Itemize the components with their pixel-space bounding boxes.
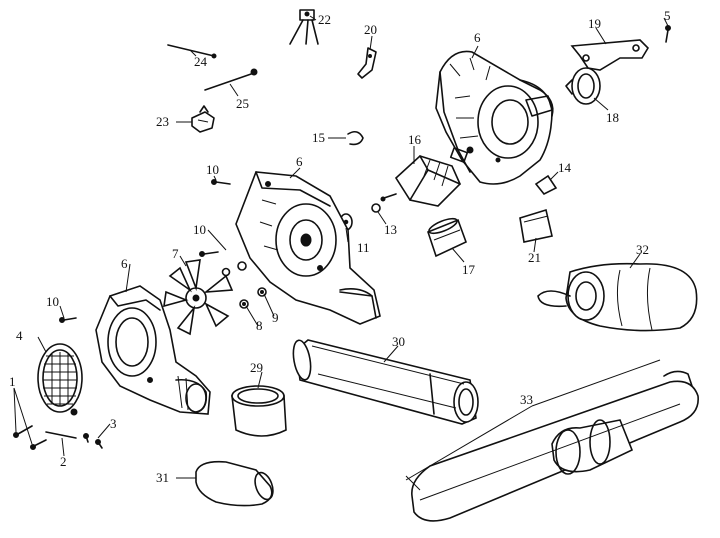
part-3-screws [83,433,103,449]
part-6-middle-housing [235,171,381,325]
callout-33: 33 [520,392,533,407]
part-5-screw [665,25,671,43]
part-30-tube [292,339,479,425]
part-19-bracket [570,39,650,71]
callout-4: 4 [16,328,23,343]
callout-14: 14 [558,160,572,175]
callout-19: 19 [588,16,601,31]
part-17-cylinder [427,217,468,258]
callout-10-mid: 10 [193,222,206,237]
part-2-pin [45,431,77,439]
part-20-bracket [357,47,377,79]
callout-17: 17 [462,262,476,277]
part-29-sleeve [231,385,287,437]
leader-lines [13,15,669,491]
part-21-pad [519,208,553,243]
callout-22: 22 [318,12,331,27]
callout-16: 16 [408,132,422,147]
callout-21: 21 [528,250,541,265]
part-6-front-housing [95,285,211,415]
part-23-switch [191,105,215,133]
callout-6-middle: 6 [296,154,303,169]
callout-32: 32 [636,242,649,257]
callout-31: 31 [156,470,169,485]
callout-25: 25 [236,96,249,111]
part-33-nozzle [411,370,699,522]
callout-30: 30 [392,334,405,349]
callout-20: 20 [364,22,377,37]
callout-8: 8 [256,318,263,333]
callout-18: 18 [606,110,619,125]
part-13-washer [371,203,381,213]
part-1-screws [13,425,47,450]
callout-7: 7 [172,246,179,261]
callout-5: 5 [664,8,671,23]
part-10-screw-c [59,317,77,323]
callout-3: 3 [110,416,117,431]
part-25-rod [204,68,258,91]
callout-6-rear: 6 [474,30,481,45]
part-4-grille [37,343,83,416]
part-6-rear-housing [435,50,554,185]
callout-1: 1 [9,374,16,389]
callout-15: 15 [312,130,325,145]
part-nut-extra [221,261,247,277]
part-22-clip [289,9,319,45]
callout-10-top: 10 [206,162,219,177]
callout-13: 13 [384,222,397,237]
part-18-ring [565,67,601,105]
part-14-piece [534,174,558,196]
part-15-clip [347,130,364,146]
callout-10-left: 10 [46,294,59,309]
part-8-nut [239,299,249,309]
callout-29: 29 [250,360,263,375]
callout-labels: 1 2 3 4 5 6 6 6 7 8 9 10 10 10 11 13 14 … [9,8,671,485]
callout-2: 2 [60,454,67,469]
callout-23: 23 [156,114,169,129]
callout-9: 9 [272,310,279,325]
callout-6-front: 6 [121,256,128,271]
callout-11: 11 [357,240,370,255]
part-10-screw-a [211,179,231,185]
callout-24: 24 [194,54,208,69]
part-10-screw-b [199,251,219,257]
part-16-motor [380,147,469,207]
part-7-impeller [163,259,234,336]
part-31-nozzle [195,460,274,507]
part-32-bag [537,262,698,332]
part-9-nut [257,287,267,297]
